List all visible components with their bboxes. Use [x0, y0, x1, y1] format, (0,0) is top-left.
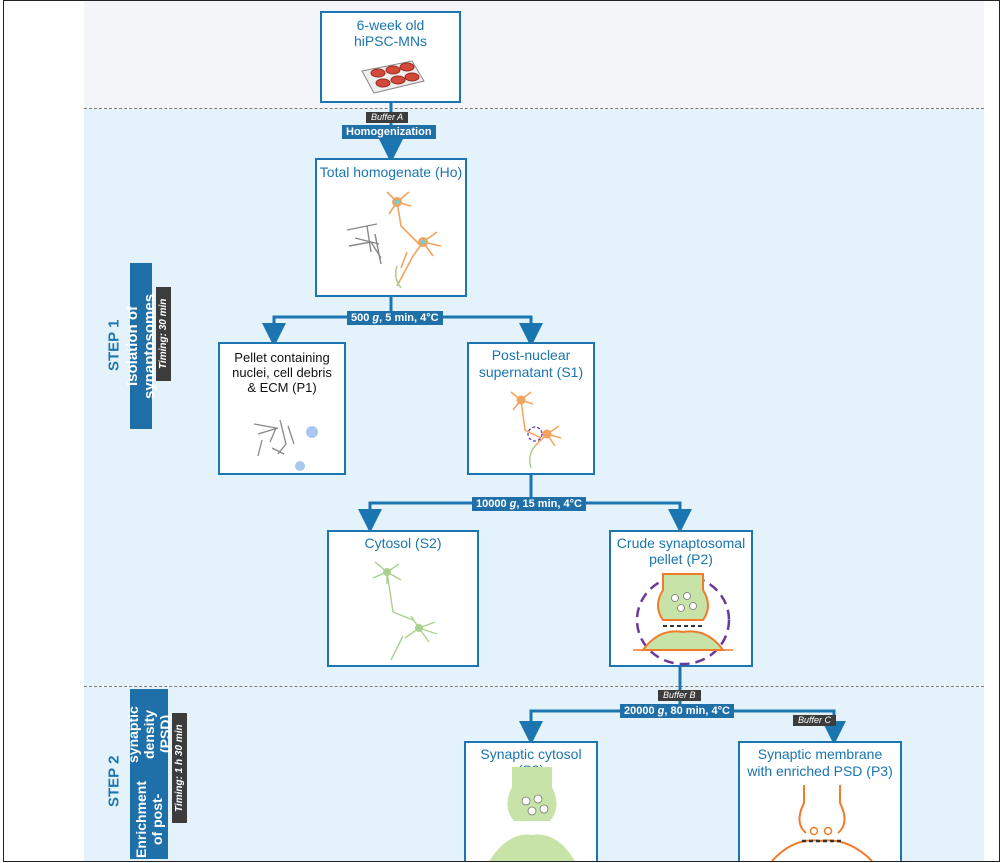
buffer-c-tag: Buffer C — [793, 715, 837, 726]
step1-timing: Timing: 30 min — [156, 287, 171, 381]
spin3-label: 20000 g, 80 min, 4°C — [620, 704, 734, 718]
s2-title: Cytosol (S2) — [364, 535, 442, 551]
step2-title: Enrichment of post-synaptic density (PSD… — [125, 689, 173, 859]
s1-line2: supernatant (S1) — [478, 364, 584, 380]
p1-line1: Pellet containing — [234, 350, 330, 365]
band-start — [84, 1, 984, 108]
neurons-cytosol-icon — [372, 561, 438, 661]
homogenization-label: Homogenization — [342, 125, 436, 139]
step2-label: STEP 2 — [105, 755, 123, 807]
p1-line2: nuclei, cell debris — [232, 365, 332, 380]
buffer-b-tag: Buffer B — [658, 690, 701, 701]
synaptic-cytosol-icon — [489, 767, 575, 861]
step2-title-line1: Enrichment of post- — [133, 780, 165, 858]
ho-title: Total homogenate (Ho) — [319, 164, 463, 180]
step1-label: STEP 1 — [105, 319, 123, 371]
p2-line1: Crude synaptosomal — [616, 535, 746, 551]
divider-step1 — [84, 108, 984, 109]
p3-line2: with enriched PSD (P3) — [747, 763, 893, 779]
p1-box: Pellet containing nuclei, cell debris & … — [218, 342, 346, 475]
culture-plate-icon — [361, 60, 425, 94]
ho-box: Total homogenate (Ho) — [315, 158, 467, 297]
synaptosome-icon — [633, 573, 733, 666]
debris-pellet-icon — [253, 419, 318, 471]
p3-line1: Synaptic membrane — [757, 746, 883, 762]
p1-line3: & ECM (P1) — [247, 380, 317, 395]
spin1-label: 500 g, 5 min, 4°C — [347, 311, 443, 325]
start-title-line2: hiPSC-MNs — [353, 33, 428, 49]
step2-timing: Timing: 1 h 30 min — [172, 713, 187, 823]
spin2-label: 10000 g, 15 min, 4°C — [472, 497, 586, 511]
neurons-supernatant-icon — [510, 391, 562, 469]
s3-box: Synaptic cytosol (S3) — [464, 741, 598, 861]
figure-frame: 6-week old hiPSC-MNs Buffer A Homogeniza… — [3, 0, 1000, 862]
s1-line1: Post-nuclear — [491, 347, 571, 363]
step1-title: Isolation of synaptosomes — [124, 263, 158, 429]
p2-box: Crude synaptosomal pellet (P2) — [609, 530, 753, 667]
buffer-a-tag: Buffer A — [366, 112, 409, 123]
synaptic-membrane-icon — [771, 785, 873, 861]
start-box: 6-week old hiPSC-MNs — [320, 11, 461, 103]
s2-box: Cytosol (S2) — [327, 530, 479, 667]
neurons-mixed-icon — [346, 191, 442, 289]
divider-step2 — [84, 686, 984, 687]
p2-line2: pellet (P2) — [649, 551, 713, 567]
p3-box: Synaptic membrane with enriched PSD (P3) — [738, 741, 902, 861]
step2-title-line2: synaptic density (PSD) — [125, 706, 173, 763]
start-title-line1: 6-week old — [356, 17, 425, 33]
s1-box: Post-nuclear supernatant (S1) — [467, 342, 595, 475]
